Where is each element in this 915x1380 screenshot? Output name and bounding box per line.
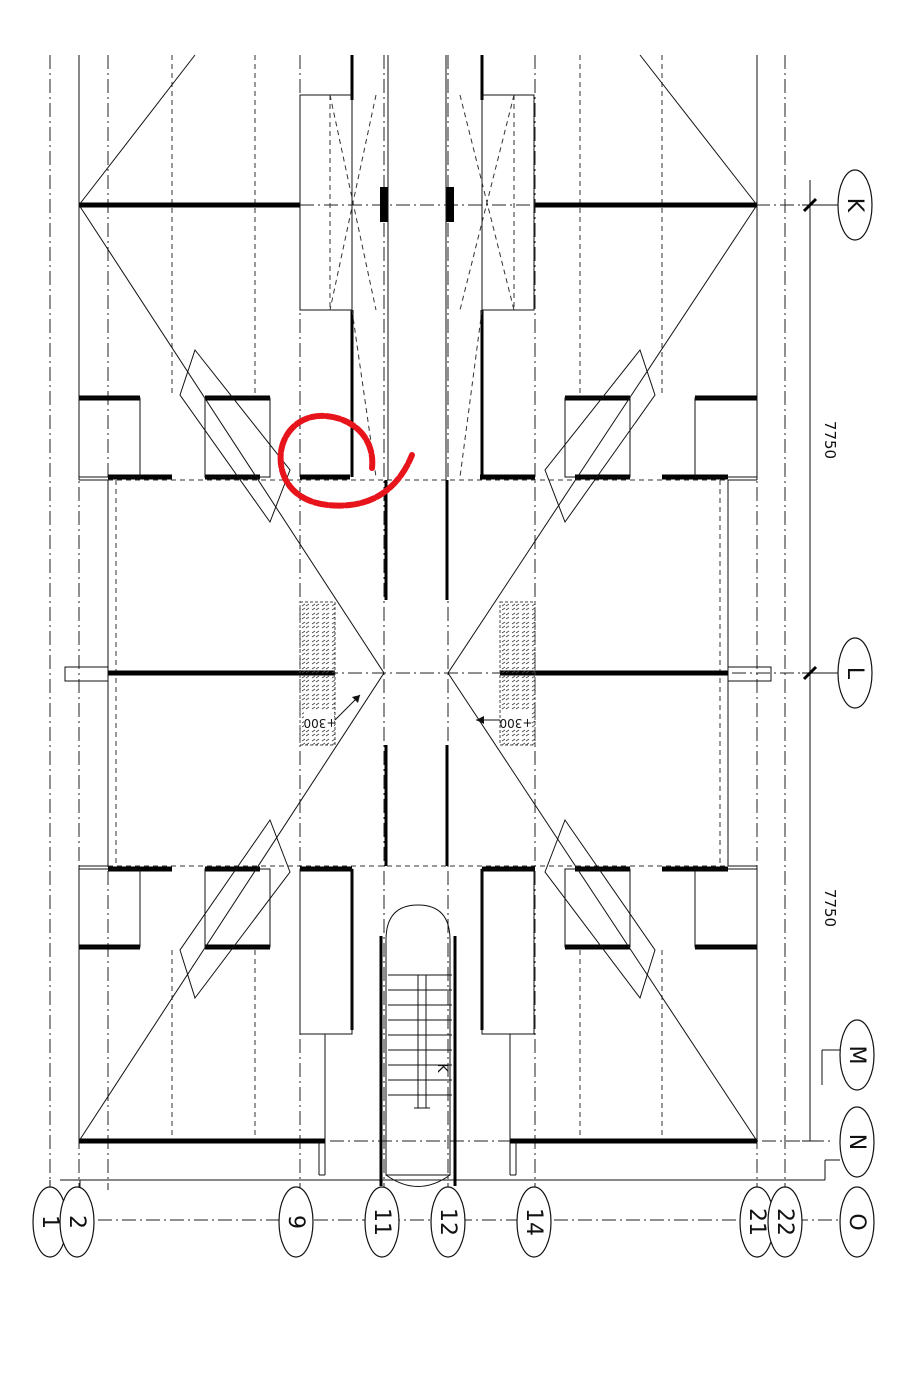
grid-bubble-N: N [839, 1106, 875, 1178]
grid-bubble-O: O [839, 1186, 875, 1258]
diagonal-lines [78, 54, 758, 1142]
grid-label-K: K [842, 198, 867, 213]
grid-label-22: 22 [772, 1208, 797, 1236]
dimension-line [802, 180, 818, 1142]
grid-label-14: 14 [521, 1208, 546, 1236]
hatched-slabs [299, 601, 536, 746]
grid-bubble-K: K [837, 169, 873, 241]
grid-label-2: 2 [64, 1215, 89, 1229]
slab-level-left: +300 [304, 716, 337, 730]
grid-bubble-9: 9 [278, 1186, 314, 1258]
level-arrows [334, 694, 500, 724]
grid-bubble-22: 22 [767, 1186, 803, 1258]
grid-label-O: O [844, 1213, 869, 1230]
grid-label-12: 12 [435, 1208, 460, 1236]
stair-direction-label: K [434, 1063, 450, 1073]
grid-label-21: 21 [744, 1208, 769, 1236]
dimension-upper: 7750 [821, 421, 839, 459]
grid-label-11: 11 [369, 1208, 394, 1236]
grid-lines [49, 55, 840, 1221]
grid-bubble-M: M [839, 1019, 875, 1091]
grid-label-M: M [844, 1046, 869, 1065]
grid-label-L: L [842, 667, 867, 680]
grid-bubble-11: 11 [364, 1186, 400, 1258]
grid-bubble-12: 12 [430, 1186, 466, 1258]
room-outlines [64, 55, 772, 1176]
grid-bubble-14: 14 [516, 1186, 552, 1258]
grid-bubble-L: L [837, 637, 873, 709]
red-markup-circle [277, 412, 415, 509]
grid-label-N: N [844, 1134, 869, 1150]
grid-bubble-2: 2 [59, 1186, 95, 1258]
grid-label-9: 9 [283, 1215, 308, 1229]
dimension-lower: 7750 [821, 889, 839, 927]
grid-bubble-21: 21 [739, 1186, 775, 1258]
grid-label-1: 1 [37, 1215, 62, 1229]
slab-level-right: +300 [500, 716, 533, 730]
staircase [385, 904, 452, 1187]
